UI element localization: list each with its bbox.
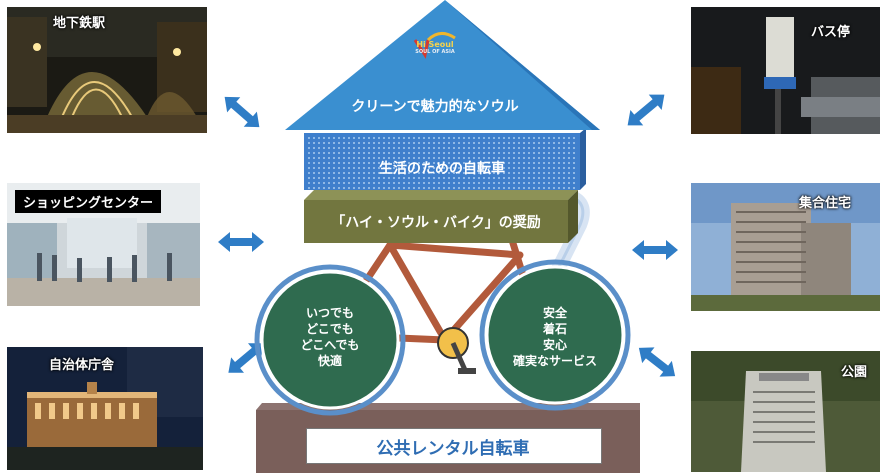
base-label: 公共レンタル自転車 xyxy=(376,439,530,459)
double-arrow-icon xyxy=(228,343,264,373)
park-photo: 公園 xyxy=(691,351,880,472)
right-wheel-line: 安全 xyxy=(542,306,567,320)
city-hall-photo: 自治体庁舎 xyxy=(7,347,203,470)
subway-station-label: 地下鉄駅 xyxy=(53,16,106,31)
park-label: 公園 xyxy=(841,365,868,380)
logo-subtext: SOUL OF ASIA xyxy=(415,49,455,55)
base-label-box xyxy=(306,428,602,464)
double-arrow-icon xyxy=(632,240,678,260)
left-wheel-line: どこでも xyxy=(306,322,354,336)
city-hall-label: 自治体庁舎 xyxy=(49,358,115,373)
apartment-photo: 集合住宅 xyxy=(691,183,880,311)
right-wheel-text: 安全 着石 安心 確実なサービス xyxy=(505,305,605,369)
double-arrow-icon xyxy=(638,347,676,377)
left-wheel-line: どこへでも xyxy=(300,338,360,352)
apartment-label: 集合住宅 xyxy=(799,196,852,211)
left-wheel-line: 快適 xyxy=(317,354,342,368)
dotted-band-label: 生活のための自転車 xyxy=(379,161,505,177)
right-wheel-line: 着石 xyxy=(542,322,567,336)
bus-stop-photo: バス停 xyxy=(691,7,880,134)
double-arrow-icon xyxy=(627,94,665,126)
bus-stop-label: バス停 xyxy=(811,25,851,40)
subway-station-photo: 地下鉄駅 xyxy=(7,7,207,133)
double-arrow-icon xyxy=(224,96,260,128)
shopping-center-label: ショッピングセンター xyxy=(15,190,162,213)
hi-seoul-logo: Hi Seoul SOUL OF ASIA xyxy=(410,40,460,55)
shopping-center-photo: ショッピングセンター xyxy=(7,183,200,306)
left-wheel-line: いつでも xyxy=(305,306,354,320)
bicycle-house-illustration xyxy=(254,0,640,473)
roof-label: クリーンで魅力的なソウル xyxy=(351,99,519,115)
logo-text: Hi Seoul xyxy=(416,40,454,49)
left-wheel-text: いつでも どこでも どこへでも 快適 xyxy=(300,305,360,369)
right-wheel-line: 確実なサービス xyxy=(512,354,597,368)
double-arrow-icon xyxy=(218,232,264,252)
right-wheel-line: 安心 xyxy=(542,338,567,352)
olive-band-label: 「ハイ・ソウル・バイク」の奨励 xyxy=(331,215,541,231)
